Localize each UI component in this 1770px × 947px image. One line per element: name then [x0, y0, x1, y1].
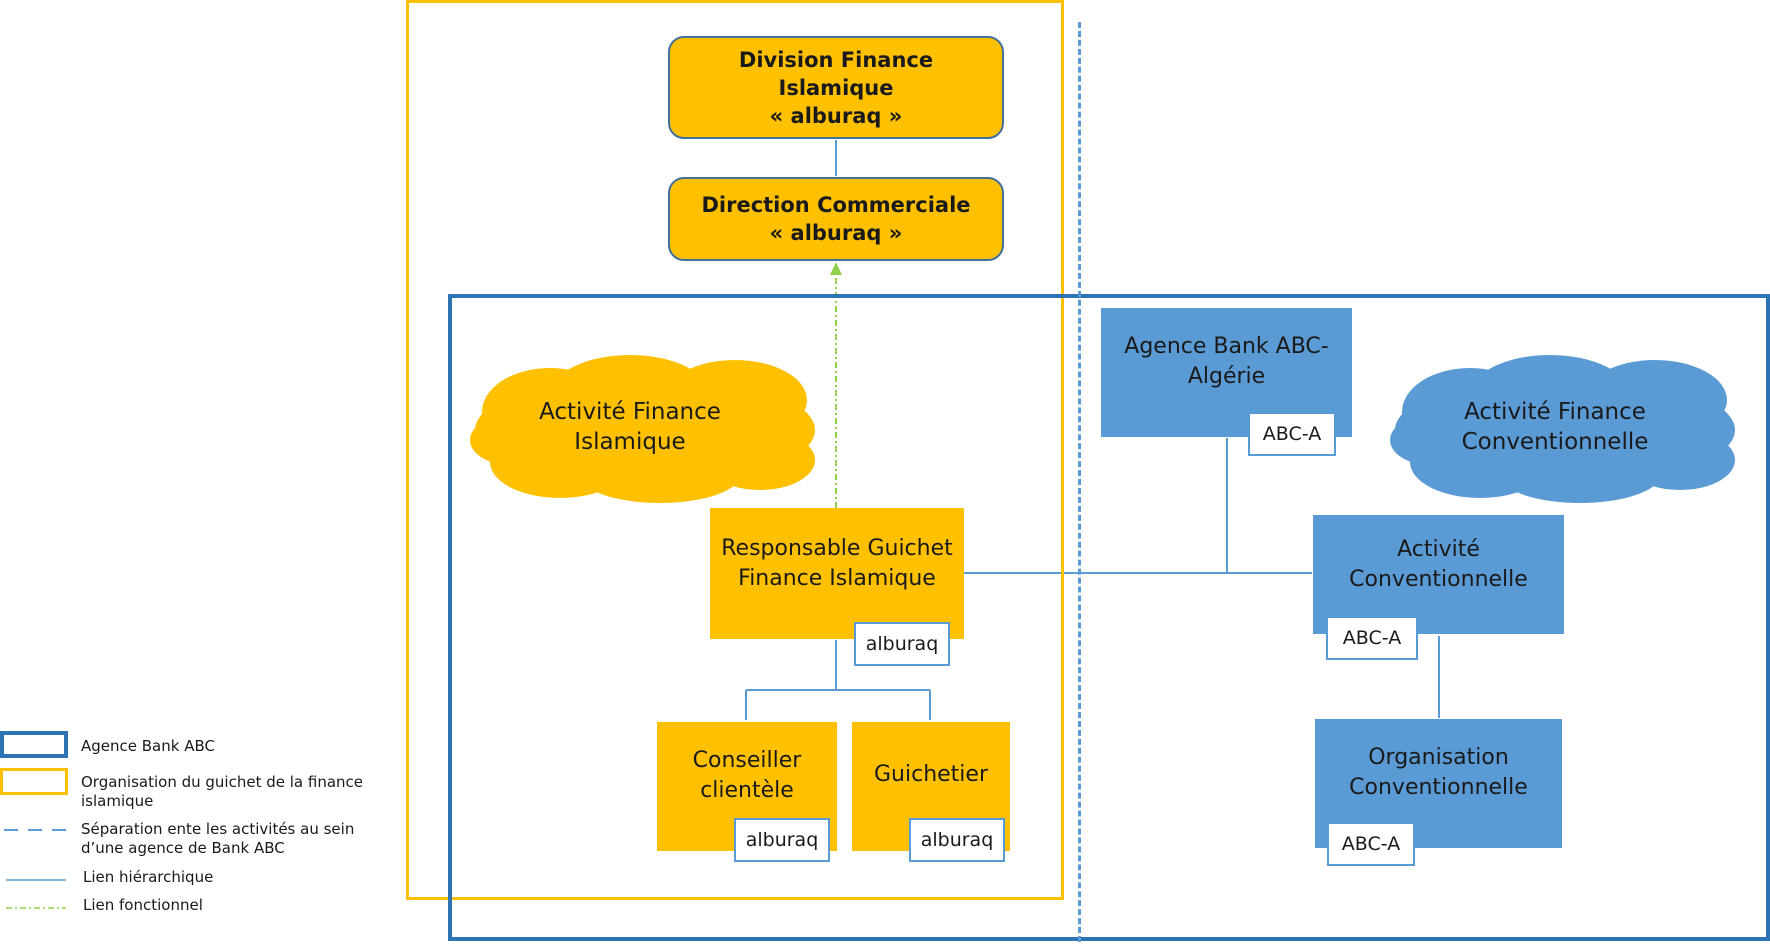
legend-swatch-organisation-guichet — [0, 768, 68, 795]
legend-label-lien-fonctionnel: Lien fonctionnel — [83, 896, 203, 914]
legend-label-organisation-guichet: Organisation du guichet de la finance is… — [81, 773, 364, 810]
cloud-islamique-shape — [470, 355, 815, 503]
activity-separation-line — [1078, 22, 1081, 942]
islamic-window-frame — [406, 0, 1064, 900]
tag-alburaq-guichetier: alburaq — [909, 818, 1005, 862]
functional-link-arrowhead — [830, 262, 842, 275]
cloud-activite-finance-conventionnelle: Activité Finance Conventionnelle — [1461, 399, 1649, 455]
tag-abc-a-organisation: ABC-A — [1327, 822, 1415, 866]
node-activite-conventionnelle: Activité Conventionnelle — [1313, 515, 1564, 634]
legend-label-agence-bank: Agence Bank ABC — [81, 737, 215, 755]
agency-frame — [448, 294, 1770, 941]
cloud-conventionnelle-shape — [1390, 355, 1735, 503]
node-responsable-guichet: Responsable Guichet Finance Islamique — [710, 508, 964, 639]
legend-swatch-separation — [4, 829, 70, 831]
cloud-activite-finance-islamique: Activité Finance Islamique — [539, 399, 721, 455]
tag-abc-a-activite: ABC-A — [1326, 616, 1418, 660]
tag-alburaq-responsable: alburaq — [854, 622, 950, 666]
tag-alburaq-conseiller: alburaq — [734, 818, 830, 862]
legend-swatch-lien-fonctionnel — [6, 907, 66, 909]
tag-abc-a-agence: ABC-A — [1248, 412, 1336, 456]
node-direction-commerciale: Direction Commerciale « alburaq » — [668, 177, 1004, 261]
node-division-finance-islamique: Division Finance Islamique « alburaq » — [668, 36, 1004, 139]
legend-swatch-agence-bank — [0, 731, 68, 758]
legend-swatch-lien-hierarchique — [6, 879, 66, 881]
legend-label-separation: Séparation ente les activités au sein d’… — [81, 820, 355, 857]
legend-label-lien-hierarchique: Lien hiérarchique — [83, 868, 214, 886]
